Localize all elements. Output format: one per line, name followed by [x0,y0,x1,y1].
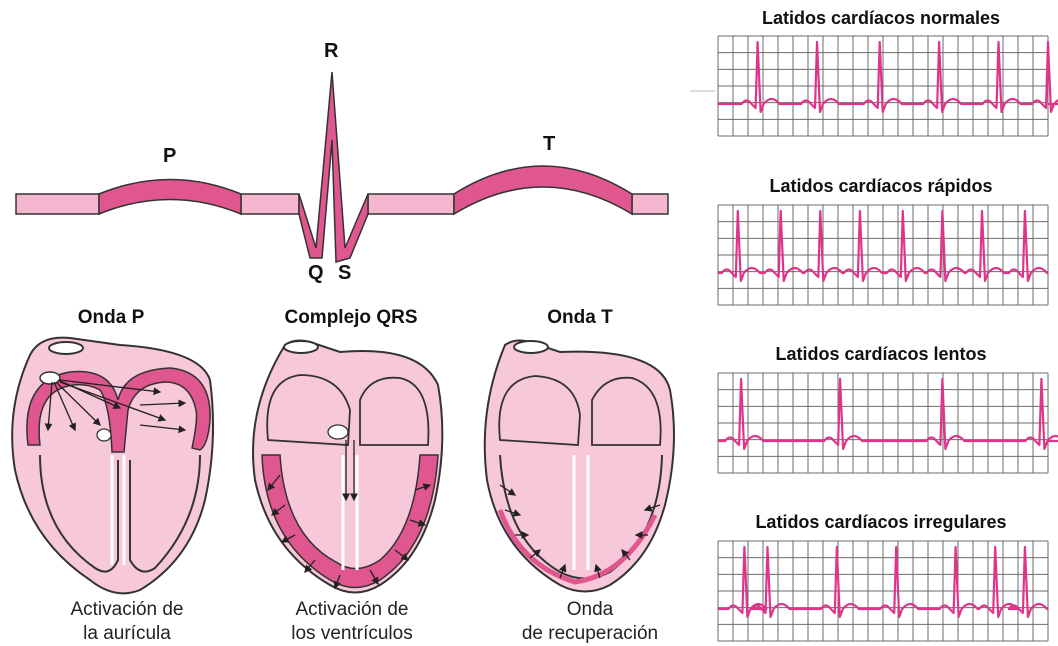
vessel-opening [514,341,548,353]
vessel-opening [284,341,318,353]
baseline-segment [241,194,299,214]
baseline-segment [16,194,99,214]
caption-t-line2: de recuperación [480,622,700,646]
t-wave-label: T [543,133,555,156]
heart-t-wave [485,341,674,592]
t-wave [454,166,632,214]
caption-qrs-line2: los ventrículos [242,622,462,646]
ecg-strip-fast [718,205,1048,305]
baseline-segment [632,194,668,214]
heart-outline [485,341,674,592]
ecg-strip-normal [718,36,1058,136]
strip-title-fast: Latidos cardíacos rápidos [706,176,1056,197]
strip-title-slow: Latidos cardíacos lentos [706,344,1056,365]
ecg-strips [718,36,1058,641]
strip-title-irregular: Latidos cardíacos irregulares [706,512,1056,533]
vessel-opening [49,342,83,354]
q-point-label: Q [308,262,324,285]
ecg-waveform [16,72,668,262]
heart-p-wave [12,338,213,594]
caption-t-line1: Onda [480,598,700,622]
caption-t: Onda de recuperación [480,598,700,646]
caption-qrs-line1: Activación de [242,598,462,622]
baseline-segment [368,194,454,214]
caption-qrs: Activación de los ventrículos [242,598,462,646]
heart-title-p: Onda P [1,307,221,329]
caption-p-line2: la aurícula [17,622,237,646]
av-node [97,429,111,441]
caption-p: Activación de la aurícula [17,598,237,646]
s-point-label: S [338,262,351,285]
qrs-complex [299,72,368,262]
heart-title-qrs: Complejo QRS [241,307,461,329]
ecg-strip-irregular [718,541,1048,641]
strip-title-normal: Latidos cardíacos normales [706,8,1056,29]
heart-qrs-complex [253,341,442,593]
caption-p-line1: Activación de [17,598,237,622]
r-peak-label: R [324,40,338,63]
p-wave-label: P [163,145,176,168]
ecg-strip-slow [718,373,1058,473]
av-node [328,425,348,439]
p-wave [99,180,241,215]
heart-title-t: Onda T [470,307,690,329]
